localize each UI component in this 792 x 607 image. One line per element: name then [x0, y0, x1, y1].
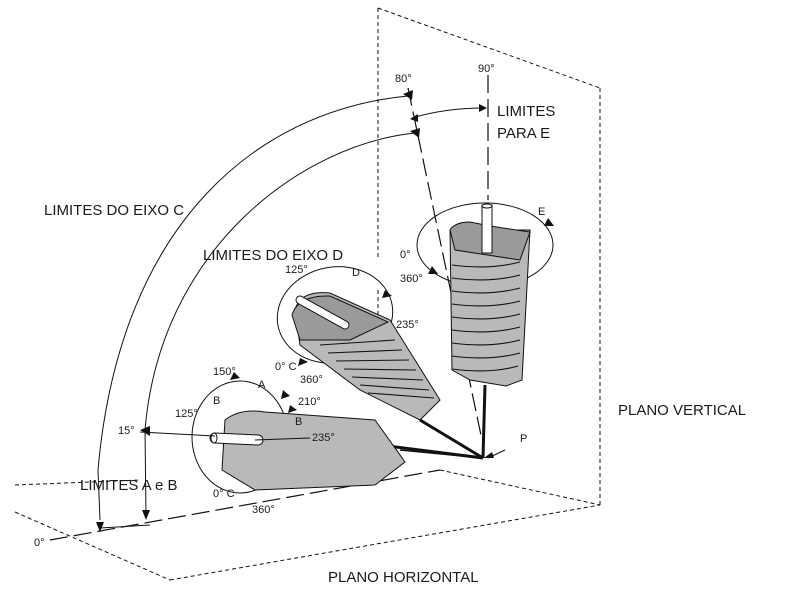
angle-90: 90° — [478, 63, 495, 75]
e-angle-360: 360° — [400, 273, 423, 285]
d-axis-label: D — [352, 267, 360, 279]
gripper-e — [416, 202, 554, 387]
gripper-ab — [139, 372, 406, 494]
angle-15: 15° — [118, 425, 135, 437]
d-angle-125: 125° — [285, 264, 308, 276]
d-angle-235: 235° — [396, 319, 419, 331]
label-point-p: P — [520, 433, 527, 445]
label-limites-para-e-1: LIMITES — [497, 103, 555, 120]
arm-links — [379, 384, 506, 460]
ab-angle-125: 125° — [175, 408, 198, 420]
label-limites-eixo-c: LIMITES DO EIXO C — [44, 202, 184, 219]
ab-angle-360: 360° — [252, 504, 275, 516]
axis-c-arcs — [96, 90, 420, 532]
e-axis-label: E — [538, 206, 545, 218]
ab-axis-b-right: B — [295, 416, 302, 428]
angle-labels: 80° 90° 15° 0° E 0° 360° 125° D 235° 0° … — [34, 63, 545, 549]
angle-80: 80° — [395, 73, 412, 85]
ab-axis-a: A — [258, 379, 266, 391]
ab-angle-150: 150° — [213, 366, 236, 378]
label-limites-para-e-2: PARA E — [497, 125, 550, 142]
e-limit-lines — [407, 75, 489, 441]
d-angle-0c: 0° C — [275, 361, 297, 373]
text-labels: LIMITES DO EIXO C LIMITES DO EIXO D LIMI… — [44, 103, 746, 586]
angle-0: 0° — [34, 537, 45, 549]
ab-angle-0c: 0° C — [213, 488, 235, 500]
gripper-d — [276, 266, 441, 421]
horizontal-plane — [14, 469, 601, 581]
ab-axis-b-left: B — [213, 395, 220, 407]
base-reference-line — [49, 469, 441, 541]
label-limites-eixo-d: LIMITES DO EIXO D — [203, 247, 343, 264]
d-angle-360: 360° — [300, 374, 323, 386]
label-plano-vertical: PLANO VERTICAL — [618, 402, 746, 419]
e-angle-0: 0° — [400, 249, 411, 261]
label-limites-a-e-b: LIMITES A e B — [80, 477, 178, 494]
ab-angle-235: 235° — [312, 432, 335, 444]
ab-angle-210: 210° — [298, 396, 321, 408]
label-plano-horizontal: PLANO HORIZONTAL — [328, 569, 479, 586]
